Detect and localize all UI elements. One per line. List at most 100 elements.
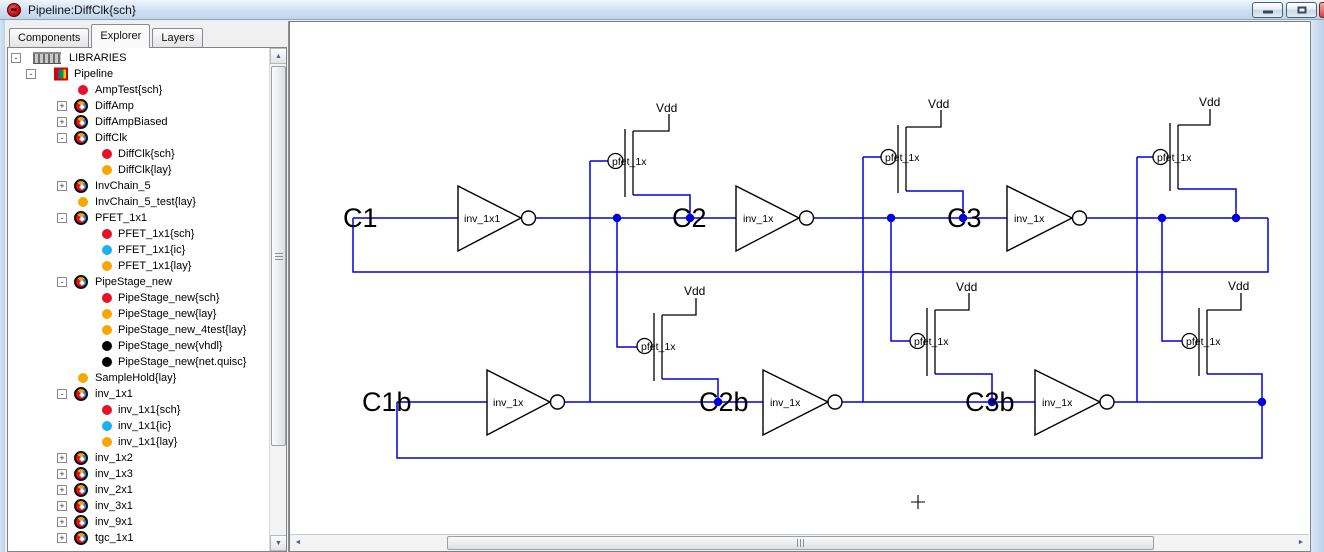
expand-toggle[interactable]: +	[57, 501, 67, 511]
scroll-thumb[interactable]	[447, 536, 1154, 550]
feedback-wire-top[interactable]	[352, 218, 1269, 273]
expand-toggle[interactable]: +	[57, 181, 67, 191]
expand-toggle[interactable]: -	[57, 277, 67, 287]
tree-item-pipestage-new-vhdl[interactable]: PipeStage_new{vhdl}	[8, 338, 269, 354]
pfet-4[interactable]	[636, 298, 697, 381]
pfet-6[interactable]	[1181, 293, 1242, 376]
expand-toggle[interactable]: +	[57, 453, 67, 463]
tree-item-inv3x1[interactable]: + inv_3x1	[8, 498, 269, 514]
gate-wire[interactable]	[890, 218, 910, 342]
pfets	[607, 109, 1242, 381]
feedback-wire-bottom[interactable]	[396, 402, 1263, 459]
tree-item-pfet1x1-lay[interactable]: PFET_1x1{lay}	[8, 258, 269, 274]
expand-toggle[interactable]: +	[57, 533, 67, 543]
tab-explorer[interactable]: Explorer	[91, 24, 151, 48]
minimize-button[interactable]	[1252, 2, 1283, 18]
inverter-6[interactable]	[1034, 368, 1115, 437]
node-label-c1: C1	[343, 203, 378, 233]
tab-layers[interactable]: Layers	[152, 28, 204, 48]
tree-item-pfet1x1[interactable]: - PFET_1x1	[8, 210, 269, 226]
cell-group-icon	[74, 483, 88, 497]
tree-item-pipeline[interactable]: - Pipeline	[8, 66, 269, 82]
scroll-up-button[interactable]: ▲	[270, 48, 286, 64]
close-button[interactable]	[1319, 2, 1324, 18]
drain-wire[interactable]	[906, 190, 964, 218]
drain-wire[interactable]	[1178, 188, 1237, 218]
scroll-right-button[interactable]: ►	[1297, 539, 1305, 546]
expand-toggle[interactable]: -	[26, 69, 36, 79]
scroll-down-button[interactable]: ▼	[270, 535, 286, 551]
tree-item-pfet1x1-sch[interactable]: PFET_1x1{sch}	[8, 226, 269, 242]
tree-item-inv1x1-sch[interactable]: inv_1x1{sch}	[8, 402, 269, 418]
expand-toggle[interactable]: +	[57, 517, 67, 527]
tree-item-pipestage-new-4test-lay[interactable]: PipeStage_new_4test{lay}	[8, 322, 269, 338]
inverter-3[interactable]	[1006, 184, 1088, 253]
expand-toggle[interactable]: +	[57, 117, 67, 127]
inverter-4[interactable]	[486, 368, 566, 437]
tree-item-inv1x3[interactable]: + inv_1x3	[8, 466, 269, 482]
schematic-canvas[interactable]: C1 C2 C3 C1b C2b C3b inv_1x1 inv_1x inv_…	[289, 21, 1311, 552]
gate-wire[interactable]	[1161, 218, 1182, 342]
drain-wire[interactable]	[935, 373, 993, 402]
tree-item-inv1x2[interactable]: + inv_1x2	[8, 450, 269, 466]
tree-item-diffclk-sch[interactable]: DiffClk{sch}	[8, 146, 269, 162]
canvas-horizontal-scrollbar[interactable]: ◄ ►	[290, 534, 1309, 551]
maximize-button[interactable]	[1286, 2, 1317, 18]
schematic-drawing[interactable]: C1 C2 C3 C1b C2b C3b inv_1x1 inv_1x inv_…	[290, 22, 1309, 517]
inverter-2[interactable]	[735, 184, 815, 253]
tree-item-pipestage-new-lay[interactable]: PipeStage_new{lay}	[8, 306, 269, 322]
cell-group-icon	[74, 115, 88, 129]
gate-wire[interactable]	[589, 160, 608, 402]
gate-wire[interactable]	[1136, 156, 1153, 402]
cell-group-icon	[74, 211, 88, 225]
inverter-1[interactable]	[457, 184, 537, 253]
schematic-wires[interactable]	[352, 156, 1269, 459]
pfet-3[interactable]	[1152, 109, 1211, 191]
tree-item-diffclk[interactable]: - DiffClk	[8, 130, 269, 146]
pfet-2[interactable]	[880, 110, 942, 193]
expand-toggle[interactable]: -	[57, 213, 67, 223]
tree-item-pipestage-new[interactable]: - PipeStage_new	[8, 274, 269, 290]
tree-item-inv2x1[interactable]: + inv_2x1	[8, 482, 269, 498]
tree-item-inv1x1-ic[interactable]: inv_1x1{ic}	[8, 418, 269, 434]
tree-item-invchain5-test-lay[interactable]: InvChain_5_test{lay}	[8, 194, 269, 210]
junction-dot	[1257, 397, 1267, 407]
scroll-left-button[interactable]: ◄	[294, 539, 302, 546]
vdd-label: Vdd	[656, 101, 677, 115]
pfet-5[interactable]	[909, 293, 970, 376]
expand-toggle[interactable]: -	[11, 53, 21, 63]
expand-toggle[interactable]: +	[57, 101, 67, 111]
tree-vertical-scrollbar[interactable]: ▲ ▼	[269, 48, 286, 551]
tree-item-diffclk-lay[interactable]: DiffClk{lay}	[8, 162, 269, 178]
expand-toggle[interactable]: +	[57, 485, 67, 495]
tree-item-diffampbiased[interactable]: + DiffAmpBiased	[8, 114, 269, 130]
scroll-thumb[interactable]	[271, 66, 286, 446]
tree-item-pipestage-new-netquisc[interactable]: PipeStage_new{net.quisc}	[8, 354, 269, 370]
tab-components[interactable]: Components	[9, 28, 90, 48]
expand-toggle[interactable]: +	[57, 469, 67, 479]
libraries-root-icon	[33, 52, 61, 64]
inverter-5[interactable]	[762, 368, 843, 437]
tree-item-tgc1x1[interactable]: + tgc_1x1	[8, 530, 269, 546]
expand-toggle[interactable]: -	[57, 389, 67, 399]
tree-item-pfet1x1-ic[interactable]: PFET_1x1{ic}	[8, 242, 269, 258]
tree-item-inv1x1-lay[interactable]: inv_1x1{lay}	[8, 434, 269, 450]
tree-item-inv9x1[interactable]: + inv_9x1	[8, 514, 269, 530]
tree-item-pipestage-new-sch[interactable]: PipeStage_new{sch}	[8, 290, 269, 306]
tree-item-libraries[interactable]: - LIBRARIES	[8, 50, 269, 66]
cell-group-icon	[74, 467, 88, 481]
tree-item-diffamp[interactable]: + DiffAmp	[8, 98, 269, 114]
gate-wire[interactable]	[616, 218, 637, 348]
tree-item-samplehold-lay[interactable]: SampleHold{lay}	[8, 370, 269, 386]
drain-wire[interactable]	[662, 378, 719, 402]
drain-wire[interactable]	[1207, 373, 1263, 402]
cell-group-icon	[74, 531, 88, 545]
layout-view-icon	[102, 309, 112, 319]
gate-wire[interactable]	[862, 156, 881, 402]
drain-wire[interactable]	[633, 194, 691, 218]
tree-item-inv1x1[interactable]: - inv_1x1	[8, 386, 269, 402]
tree-item-amptest-sch[interactable]: AmpTest{sch}	[8, 82, 269, 98]
tree-item-invchain5[interactable]: + InvChain_5	[8, 178, 269, 194]
pfet-1[interactable]	[607, 114, 670, 197]
expand-toggle[interactable]: -	[57, 133, 67, 143]
